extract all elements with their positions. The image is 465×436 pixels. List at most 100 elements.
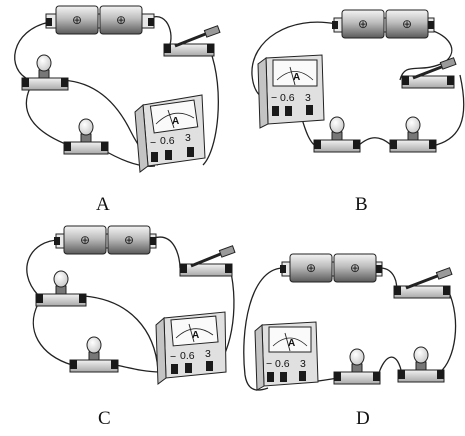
- bulb-terminal: [101, 142, 108, 151]
- wire: [32, 303, 73, 366]
- battery-terminal: [332, 21, 338, 29]
- ammeter-terminal-0-6: 0.6: [275, 358, 290, 370]
- cell-plus-mark: ⊕: [306, 261, 316, 275]
- bulb-glass: [78, 118, 94, 136]
- ammeter-terminal-minus: −: [266, 358, 272, 370]
- bulb-c2: [69, 336, 119, 373]
- wire: [14, 21, 51, 81]
- switch-terminal: [402, 76, 409, 85]
- ammeter-scale: [155, 112, 195, 125]
- panel-label-d: D: [356, 408, 370, 429]
- switch-base: [163, 43, 215, 57]
- ammeter-a: A − 0.6 3: [134, 94, 206, 173]
- battery-cell: [341, 9, 385, 39]
- switch-a: [163, 25, 221, 57]
- bulb-terminal: [36, 294, 43, 303]
- wire: [83, 295, 159, 371]
- ammeter-unit: A: [192, 330, 199, 341]
- battery-cell: [99, 5, 143, 35]
- wire: [202, 49, 219, 166]
- battery-terminal: [54, 237, 60, 245]
- wire: [357, 137, 393, 147]
- bulb-terminal: [437, 370, 444, 379]
- ammeter-unit: A: [288, 338, 295, 349]
- switch-lever: [405, 273, 441, 290]
- wire: [115, 364, 161, 373]
- wire: [26, 239, 61, 296]
- switch-terminal: [225, 264, 232, 273]
- cell-plus-mark: ⊕: [116, 13, 126, 27]
- ammeter-scale: [272, 337, 308, 347]
- bulb-glass: [53, 270, 69, 288]
- ammeter-post: [151, 152, 158, 162]
- ammeter-scale: [276, 71, 314, 81]
- cell-plus-mark: ⊕: [358, 17, 368, 31]
- ammeter-dial: [170, 315, 219, 347]
- ammeter-post: [165, 150, 172, 160]
- bulb-terminal: [79, 294, 86, 303]
- bulb-terminal: [353, 140, 360, 149]
- switch-lever: [190, 251, 224, 268]
- ammeter-side: [155, 316, 167, 385]
- bulb-terminal: [390, 140, 397, 149]
- ammeter-terminal-0-6: 0.6: [280, 92, 295, 104]
- bulb-a1: [21, 54, 69, 91]
- ammeter-terminal-minus: −: [271, 92, 277, 104]
- switch-terminal: [207, 44, 214, 53]
- switch-handle: [203, 25, 221, 38]
- ammeter-terminal-minus: −: [170, 351, 176, 363]
- ammeter-scale: [175, 328, 214, 339]
- bulb-terminal: [64, 142, 71, 151]
- switch-terminal: [447, 76, 454, 85]
- bulb-glass: [349, 348, 365, 366]
- bulb-base: [35, 293, 87, 307]
- battery-terminal: [428, 21, 434, 29]
- switch-terminal: [394, 286, 401, 295]
- battery-c: ⊕ ⊕: [54, 225, 157, 255]
- wire: [25, 87, 69, 146]
- ammeter-post: [285, 106, 292, 116]
- bulb-glass: [413, 346, 429, 364]
- panel-b: ⊕ ⊕ A − 0.6 3: [251, 9, 465, 215]
- ammeter-needle: [289, 66, 296, 86]
- wire: [439, 289, 457, 373]
- bulb-terminal: [61, 78, 68, 87]
- switch-c: [179, 245, 236, 277]
- ammeter-needle: [188, 323, 195, 343]
- panel-d: ⊕ ⊕ A − 0.6 3: [243, 253, 457, 429]
- ammeter-unit: A: [293, 72, 300, 83]
- ammeter-dial: [268, 326, 312, 353]
- battery-terminal: [46, 18, 52, 26]
- cell-plus-mark: ⊕: [402, 17, 412, 31]
- switch-handle: [439, 57, 457, 70]
- battery-b: ⊕ ⊕: [332, 9, 435, 39]
- ammeter-b: A − 0.6 3: [257, 54, 325, 129]
- bulb-terminal: [334, 372, 341, 381]
- bulb-glass: [405, 116, 421, 134]
- ammeter-dial: [149, 99, 199, 134]
- ammeter-unit: A: [172, 116, 179, 127]
- wire: [431, 74, 465, 147]
- wire: [243, 267, 283, 391]
- ammeter-post: [267, 372, 274, 382]
- cell-plus-mark: ⊕: [80, 233, 90, 247]
- ammeter-dial: [272, 59, 318, 87]
- battery-a: ⊕ ⊕: [45, 5, 155, 35]
- bulb-base: [69, 359, 119, 373]
- panel-label-c: C: [98, 408, 111, 429]
- switch-base: [401, 75, 455, 89]
- cell-plus-mark: ⊕: [72, 13, 82, 27]
- ammeter-post: [185, 363, 192, 373]
- switch-lever: [412, 64, 445, 80]
- switch-lever: [174, 31, 209, 48]
- bulb-d2: [397, 346, 445, 383]
- ammeter-d: A − 0.6 3: [254, 321, 319, 391]
- ammeter-post: [280, 372, 287, 382]
- cell-plus-mark: ⊕: [350, 261, 360, 275]
- ammeter-post: [206, 361, 213, 371]
- bulb-terminal: [111, 360, 118, 369]
- wire: [153, 236, 181, 269]
- bulb-a2: [63, 118, 109, 155]
- ammeter-needle: [167, 109, 175, 129]
- battery-terminal: [148, 18, 154, 26]
